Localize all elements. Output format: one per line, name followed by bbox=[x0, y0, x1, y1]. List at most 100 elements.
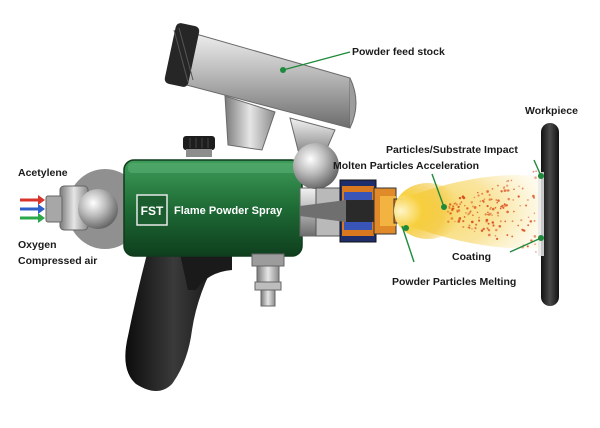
powder-particle bbox=[495, 228, 498, 232]
powder-particle bbox=[487, 222, 490, 225]
spray-nozzle bbox=[300, 179, 411, 243]
powder-particle bbox=[467, 226, 470, 229]
powder-particle bbox=[494, 207, 497, 209]
powder-particle bbox=[490, 198, 493, 201]
powder-particle bbox=[473, 206, 477, 209]
powder-particle bbox=[496, 211, 500, 215]
powder-particle bbox=[525, 204, 528, 207]
powder-particle bbox=[494, 235, 497, 237]
powder-particle bbox=[480, 229, 484, 232]
leader-lines bbox=[280, 51, 544, 263]
powder-particle bbox=[497, 199, 500, 202]
powder-particle bbox=[474, 226, 477, 230]
powder-particle bbox=[482, 200, 485, 203]
powder-particle bbox=[487, 233, 491, 237]
powder-particle bbox=[503, 189, 507, 192]
powder-particle bbox=[471, 220, 474, 224]
powder-particle bbox=[481, 192, 484, 195]
powder-particle bbox=[489, 212, 492, 215]
powder-particle bbox=[478, 204, 481, 207]
powder-particle bbox=[530, 239, 533, 242]
powder-particle bbox=[486, 205, 489, 208]
powder-particle bbox=[503, 187, 505, 189]
powder-particle bbox=[473, 230, 476, 233]
powder-particle bbox=[488, 198, 492, 201]
oxygen-arrow bbox=[20, 204, 45, 214]
acetylene-arrow bbox=[20, 195, 45, 205]
powder-particle bbox=[477, 194, 480, 197]
powder-particle bbox=[500, 190, 503, 193]
label-coating: Coating bbox=[452, 251, 491, 263]
powder-particle bbox=[463, 216, 466, 218]
powder-particle bbox=[499, 220, 502, 223]
powder-particle bbox=[535, 251, 537, 253]
powder-particle bbox=[449, 212, 452, 215]
powder-particle bbox=[466, 207, 469, 210]
powder-particle bbox=[533, 235, 537, 238]
powder-particle bbox=[511, 235, 514, 238]
powder-particle bbox=[522, 229, 525, 232]
powder-particle bbox=[456, 210, 459, 213]
powder-particle bbox=[473, 196, 476, 199]
powder-particle bbox=[471, 205, 474, 208]
powder-particle bbox=[464, 204, 466, 207]
powder-particle bbox=[487, 211, 489, 214]
powder-particle bbox=[534, 243, 536, 246]
powder-particle bbox=[462, 225, 465, 229]
powder-particle bbox=[532, 194, 535, 198]
powder-particle bbox=[462, 220, 465, 223]
powder-particle bbox=[453, 202, 456, 205]
powder-particle bbox=[506, 210, 509, 214]
powder-particle bbox=[487, 228, 490, 231]
powder-particle bbox=[487, 213, 489, 216]
powder-particle bbox=[484, 213, 487, 216]
device-name: Flame Powder Spray bbox=[174, 205, 283, 217]
powder-particle bbox=[457, 205, 460, 208]
powder-particle bbox=[485, 220, 488, 223]
label-impact: Particles/Substrate Impact bbox=[386, 144, 518, 156]
powder-particle bbox=[519, 204, 521, 207]
powder-particle bbox=[533, 219, 536, 222]
powder-particle bbox=[459, 203, 462, 206]
powder-particle bbox=[449, 203, 452, 206]
powder-particle bbox=[481, 199, 484, 202]
powder-particle bbox=[491, 221, 495, 224]
powder-particle bbox=[521, 187, 524, 190]
powder-particle bbox=[527, 224, 530, 227]
powder-particle bbox=[487, 229, 491, 232]
label-powder-feed: Powder feed stock bbox=[352, 46, 445, 58]
label-acetylene: Acetylene bbox=[18, 167, 68, 179]
powder-particle bbox=[488, 193, 491, 197]
powder-particle bbox=[532, 170, 535, 173]
powder-particle bbox=[468, 224, 471, 227]
powder-particle bbox=[529, 220, 533, 223]
powder-particle bbox=[469, 210, 472, 213]
powder-particle bbox=[478, 216, 480, 219]
powder-particle bbox=[517, 224, 520, 227]
powder-particle bbox=[507, 179, 510, 182]
powder-particle bbox=[527, 199, 529, 201]
powder-particle bbox=[477, 191, 479, 194]
powder-particle bbox=[486, 227, 489, 230]
label-melting: Powder Particles Melting bbox=[392, 276, 516, 288]
powder-particle bbox=[451, 207, 454, 210]
powder-particle bbox=[461, 195, 465, 198]
powder-particle bbox=[497, 214, 499, 217]
powder-particle bbox=[490, 206, 492, 209]
label-acceleration: Molten Particles Acceleration bbox=[333, 160, 479, 172]
powder-particle bbox=[534, 176, 537, 179]
powder-particle bbox=[499, 207, 502, 210]
powder-particle bbox=[479, 200, 482, 203]
powder-particle bbox=[467, 213, 470, 216]
powder-particle bbox=[502, 206, 505, 209]
workpiece-plate bbox=[538, 123, 559, 306]
powder-particle bbox=[491, 188, 494, 190]
label-workpiece: Workpiece bbox=[525, 105, 578, 117]
powder-particle bbox=[470, 201, 474, 204]
gas-arrows bbox=[20, 195, 45, 223]
powder-particle bbox=[491, 214, 493, 216]
powder-particle bbox=[510, 179, 513, 182]
powder-particle bbox=[475, 223, 478, 226]
brand-logo: FST bbox=[141, 204, 164, 218]
